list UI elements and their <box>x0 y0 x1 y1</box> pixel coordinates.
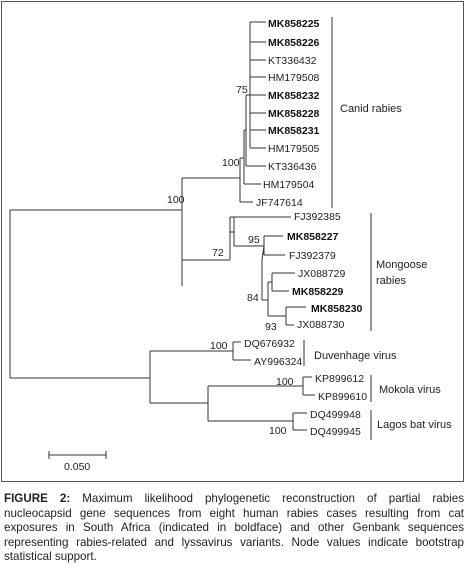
bootstrap-value: 75 <box>236 84 248 96</box>
leaf-label: HM179508 <box>268 72 320 84</box>
tree-branch <box>261 245 265 261</box>
leaf-label: MK858231 <box>268 125 320 137</box>
bootstrap-value: 93 <box>265 321 277 333</box>
bootstrap-value: 84 <box>247 292 259 304</box>
leaf-label: KT336432 <box>268 55 317 67</box>
bootstrap-value: 100 <box>210 340 228 352</box>
bootstrap-value: 100 <box>276 376 294 388</box>
tree-branches <box>9 21 315 431</box>
figure-frame <box>1 1 464 482</box>
leaf-label: KP899610 <box>318 391 367 403</box>
leaf-label: DQ499945 <box>310 426 361 438</box>
leaf-label: MK858232 <box>268 90 320 102</box>
clade-label-mongoose: rabies <box>376 275 406 287</box>
leaf-label: MK858229 <box>292 286 344 298</box>
clade-label-mokola: Mokola virus <box>379 384 441 396</box>
leaf-label: MK858225 <box>268 18 320 30</box>
leaf-label: JF747614 <box>256 197 303 209</box>
clade-brackets <box>303 17 372 440</box>
leaf-label: MK858226 <box>268 37 320 49</box>
leaf-label: JX088730 <box>297 319 344 331</box>
leaf-label: DQ499948 <box>310 409 361 421</box>
bootstrap-value: 72 <box>212 247 224 259</box>
leaf-label: JX088729 <box>298 268 345 280</box>
figure-caption-text: Maximum likelihood phylogenetic reconstr… <box>4 492 464 564</box>
leaf-label: MK858230 <box>311 303 363 315</box>
figure-caption-label: FIGURE 2: <box>4 492 71 505</box>
clade-label-canid: Canid rabies <box>340 103 402 115</box>
leaf-label: KT336436 <box>268 161 317 173</box>
scale-bar <box>48 451 107 459</box>
phylogenetic-tree: MK858225 MK858226 KT336432 HM179508 MK85… <box>9 17 452 473</box>
leaf-label: MK858228 <box>268 108 320 120</box>
clade-label-mongoose: Mongoose <box>376 259 427 271</box>
clade-label-lagos: Lagos bat virus <box>377 419 452 431</box>
leaf-label: FJ392385 <box>294 211 341 223</box>
leaf-label: MK858227 <box>287 231 339 243</box>
leaf-label: HM179504 <box>263 179 315 191</box>
bootstrap-value: 100 <box>222 157 240 169</box>
leaf-label: KP899612 <box>315 373 364 385</box>
clade-label-duvenhage: Duvenhage virus <box>314 350 397 362</box>
bootstrap-value: 100 <box>269 425 287 437</box>
scale-bar-label: 0.050 <box>64 461 90 473</box>
leaf-label: DQ676932 <box>244 338 295 350</box>
bootstrap-value: 95 <box>248 234 260 246</box>
leaf-label: HM179505 <box>268 143 320 155</box>
bootstrap-value: 100 <box>167 194 185 206</box>
figure-caption: FIGURE 2: Maximum likelihood phylogeneti… <box>4 492 464 565</box>
leaf-label: AY996324 <box>254 356 302 368</box>
leaf-label: FJ392379 <box>289 250 336 262</box>
